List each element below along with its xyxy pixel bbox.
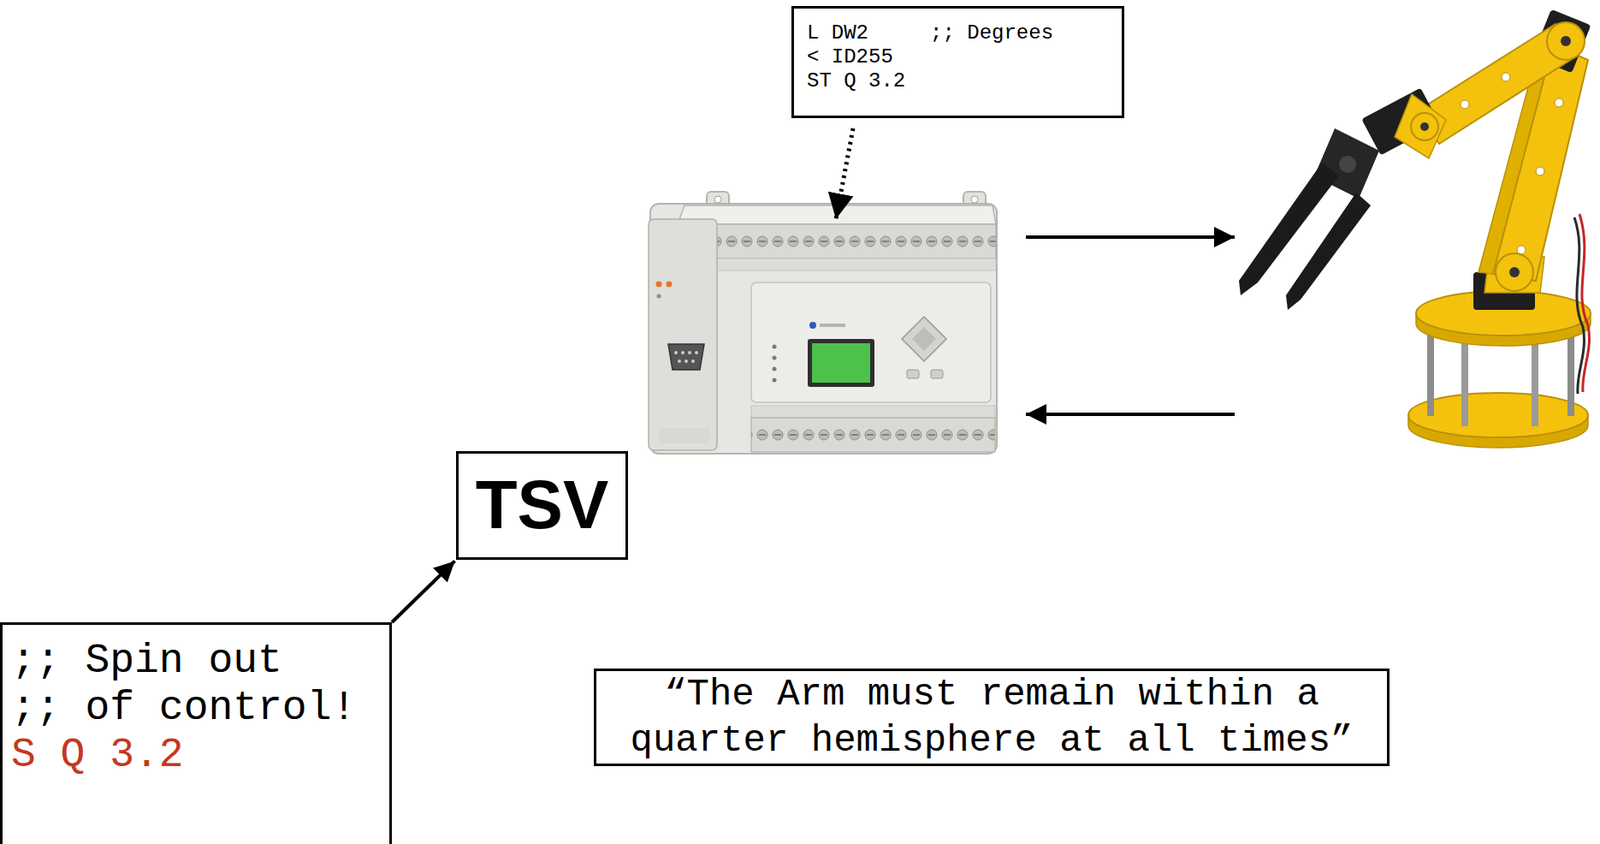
- shoulder-joint: [1495, 253, 1534, 291]
- model-plate: [658, 427, 711, 444]
- terminal-cover: [677, 205, 996, 225]
- lcd-screen: [811, 343, 871, 383]
- code-text: ST Q 3.2: [806, 69, 906, 93]
- plc-controller: [648, 191, 997, 454]
- text-row: TSV: [474, 463, 611, 546]
- code-box: ;; Spin out;; of control!S Q 3.2: [0, 622, 392, 844]
- servo-cable: [1574, 217, 1585, 394]
- mounting-hole: [971, 195, 978, 203]
- terminal-strip: [677, 224, 996, 259]
- verifier-box: TSV: [456, 450, 629, 560]
- robot-arm: [1238, 9, 1591, 448]
- port-pin: [687, 350, 692, 355]
- arm-hole: [1535, 166, 1545, 176]
- port-pin: [684, 359, 688, 363]
- port-pin: [677, 359, 682, 363]
- requirement-box: “The Arm must remain within a quarter he…: [593, 668, 1390, 766]
- arm-hole: [1554, 98, 1564, 107]
- port-pin: [694, 350, 699, 355]
- text-row: ;; Spin out: [11, 637, 381, 685]
- nav-center: [912, 326, 937, 351]
- terminal-ledge: [751, 405, 996, 418]
- gripper-gear: [1339, 155, 1357, 173]
- wrist-bracket: [1394, 94, 1446, 159]
- code-text: ;; Spin out: [11, 637, 283, 684]
- joint-bolt: [1420, 122, 1429, 131]
- status-led: [657, 294, 662, 299]
- arm-hole: [1460, 100, 1470, 109]
- terminal-strip: [751, 417, 996, 452]
- nav-pad: [901, 316, 947, 362]
- status-led: [772, 367, 777, 372]
- code-text: “The Arm must remain within a quarter he…: [630, 672, 1354, 762]
- lcd-bezel: [807, 338, 875, 387]
- status-led: [772, 378, 777, 383]
- arm-hole: [1501, 72, 1511, 82]
- code-box: L DW2 ;; Degrees < ID255ST Q 3.2: [791, 5, 1125, 119]
- joint-bolt: [1509, 266, 1520, 278]
- output-signal-arrow: [1025, 235, 1235, 239]
- brand-logo: [809, 321, 817, 329]
- code-text: S Q 3.2: [11, 731, 184, 778]
- status-led: [772, 355, 777, 361]
- text-row: S Q 3.2: [11, 731, 381, 779]
- port-pin: [674, 350, 678, 355]
- text-row: ST Q 3.2: [806, 69, 1109, 94]
- code-text: ;; Degrees: [930, 21, 1054, 45]
- terminal-ledge: [677, 258, 996, 271]
- text-row: L DW2 ;; Degrees: [806, 21, 1109, 46]
- comm-module: [648, 219, 718, 451]
- text-row: ;; of control!: [11, 684, 381, 732]
- gripper-jaw: [1285, 192, 1371, 310]
- front-panel: [751, 282, 991, 403]
- mounting-hole: [714, 195, 722, 203]
- port-pin: [681, 350, 685, 355]
- code-text: < ID255: [806, 45, 894, 69]
- panel-button: [906, 369, 919, 379]
- code-text: L DW2: [806, 21, 869, 45]
- joint-bolt: [1560, 35, 1571, 47]
- elbow-joint: [1546, 22, 1585, 60]
- code-text: ;; of control!: [11, 684, 356, 731]
- gripper-jaw: [1238, 162, 1340, 296]
- wrist-joint: [1410, 112, 1439, 141]
- status-led: [666, 281, 673, 288]
- input-signal-arrow: [1025, 412, 1235, 416]
- code-text: TSV: [475, 466, 610, 543]
- panel-button: [930, 369, 943, 379]
- status-led: [772, 344, 777, 350]
- connector-arrow: [391, 560, 456, 623]
- text-row: “The Arm must remain within a quarter he…: [604, 670, 1379, 764]
- serial-port: [668, 343, 705, 370]
- program-download-arrow: [835, 128, 854, 220]
- text-row: < ID255: [806, 45, 1109, 70]
- port-pin: [691, 359, 695, 363]
- base-plate: [1408, 392, 1589, 438]
- brand-mark: [819, 323, 846, 327]
- status-led: [656, 281, 663, 288]
